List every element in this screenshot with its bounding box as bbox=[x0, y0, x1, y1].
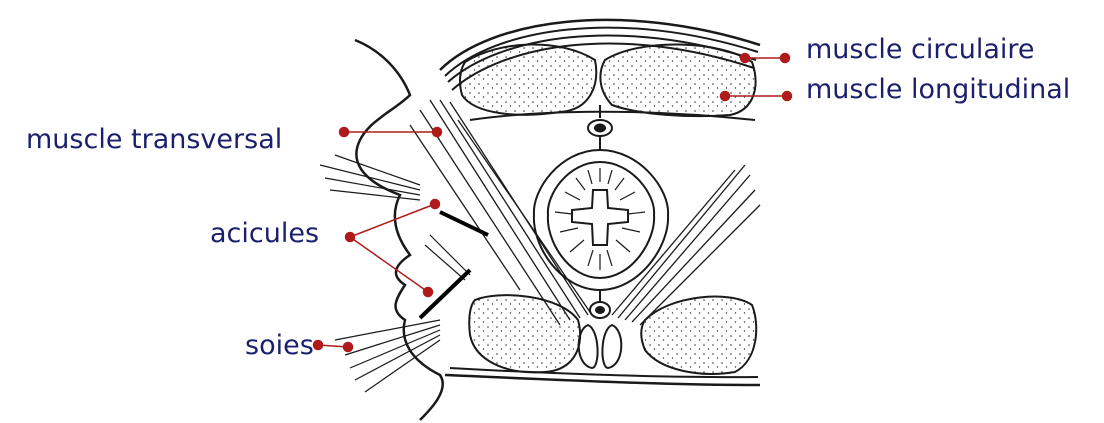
label-acicules: acicules bbox=[210, 220, 319, 247]
ventral-muscle-left bbox=[469, 295, 580, 372]
longitudinal-muscle-blocks bbox=[460, 44, 756, 373]
pointer-dot-longitudinal bbox=[721, 92, 730, 101]
dorsal-muscle-left bbox=[460, 44, 596, 114]
gut-lumen bbox=[572, 190, 628, 245]
ventral-muscle-right bbox=[641, 297, 756, 374]
digestive-tube bbox=[534, 150, 668, 290]
pointer-dot-soies bbox=[344, 343, 353, 352]
label-muscle-transversal: muscle transversal bbox=[26, 126, 282, 153]
label-muscle-longitudinal: muscle longitudinal bbox=[806, 76, 1070, 103]
pointer-dot-acicules bbox=[346, 233, 355, 242]
muscle-fibers bbox=[410, 100, 760, 325]
pointer-dot-circulaire bbox=[741, 54, 750, 63]
nerve-cord bbox=[579, 325, 622, 368]
mesentery-and-vessels bbox=[579, 105, 622, 368]
label-muscle-circulaire: muscle circulaire bbox=[806, 36, 1035, 63]
pointer-dot-transversal bbox=[340, 128, 349, 137]
dorsal-muscle-right bbox=[600, 44, 755, 116]
label-soies: soies bbox=[245, 332, 314, 359]
